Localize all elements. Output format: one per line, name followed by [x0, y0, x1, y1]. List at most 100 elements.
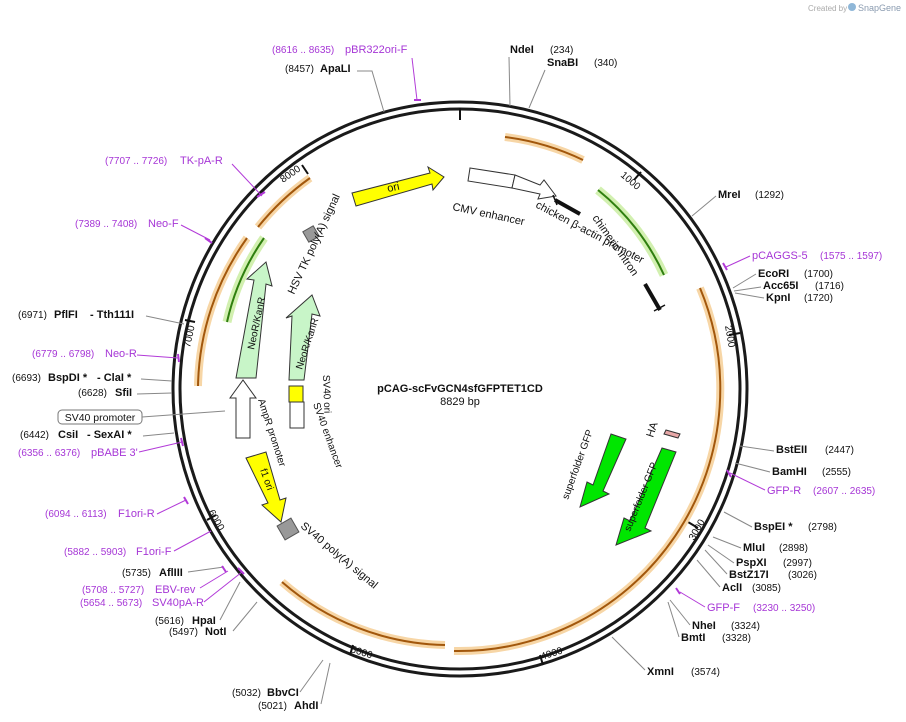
site-neo-f[interactable]: (7389 .. 7408) Neo-F [75, 218, 211, 241]
tick-8000 [301, 164, 309, 175]
site-ebv-rev[interactable]: (5708 .. 5727) EBV-rev [82, 570, 229, 596]
svg-text:(2898): (2898) [779, 543, 808, 554]
svg-text:BstZ17I: BstZ17I [729, 569, 769, 581]
svg-text:(3574): (3574) [691, 667, 720, 678]
svg-text:pBR322ori-F: pBR322ori-F [345, 44, 408, 56]
feature-ha: HA [644, 420, 681, 439]
svg-text:Neo-F: Neo-F [148, 218, 179, 230]
svg-text:Acc65I: Acc65I [763, 280, 798, 292]
site-ecori[interactable]: EcoRI (1700) [732, 268, 833, 289]
site-afliii[interactable]: (5735) AflIII [122, 566, 225, 579]
ampr-promoter-arrow [229, 379, 257, 439]
plasmid-name: pCAG-scFvGCN4sfGFPTET1CD [377, 383, 543, 395]
site-bspei[interactable]: BspEI * (2798) [723, 511, 837, 533]
f1-ori-arrow [245, 451, 287, 523]
site-ahdi[interactable]: (5021) AhdI [258, 662, 331, 712]
svg-text:(1292): (1292) [755, 190, 784, 201]
site-bmti[interactable]: BmtI (3328) [667, 601, 751, 644]
neokanr-inner-arrow [285, 294, 321, 381]
snapgene-brand: SnapGene [858, 3, 901, 13]
site-bspdi[interactable]: (6693) BspDI * - ClaI * [12, 372, 173, 384]
svg-text:(2997): (2997) [783, 558, 812, 569]
tick-3000 [687, 521, 699, 529]
sv40-promoter-label: SV40 promoter [65, 412, 136, 424]
hsv-tk-box [302, 225, 320, 243]
site-bstz17i[interactable]: BstZ17I (3026) [704, 549, 817, 581]
site-mlui[interactable]: MluI (2898) [712, 536, 808, 554]
svg-text:PflFI: PflFI [54, 309, 78, 321]
site-pflfi[interactable]: (6971) PflFI - Tth111I [18, 309, 185, 325]
site-bsteii[interactable]: BstEII (2447) [739, 444, 854, 456]
site-csii[interactable]: (6442) CsiI - SexAI * [20, 429, 175, 441]
svg-text:NheI: NheI [692, 620, 716, 632]
svg-text:NdeI: NdeI [510, 44, 534, 56]
sv40-ori-box [288, 385, 304, 403]
arc-orange-right [453, 286, 725, 656]
ha-arrow [663, 429, 681, 439]
site-hpai[interactable]: (5616) HpaI [155, 581, 241, 627]
site-bamhi[interactable]: BamHI (2555) [734, 462, 851, 478]
site-f1ori-r[interactable]: (6094 .. 6113) F1ori-R [45, 499, 187, 520]
site-gfp-f[interactable]: GFP-F (3230 .. 3250) [679, 591, 815, 614]
tick-1000 [633, 171, 642, 181]
site-noti[interactable]: (5497) NotI [169, 601, 258, 638]
site-gfp-r[interactable]: GFP-R (2607 .. 2635) [729, 472, 875, 497]
svg-text:BspEI *: BspEI * [754, 521, 793, 533]
site-kpni[interactable]: KpnI (1720) [734, 292, 833, 304]
tick-label-7000: 7000 [182, 324, 197, 348]
site-pbr322ori-f[interactable]: (8616 .. 8635) pBR322ori-F [272, 44, 421, 101]
site-f1ori-f[interactable]: (5882 .. 5903) F1ori-F [64, 530, 212, 558]
svg-text:(1720): (1720) [804, 293, 833, 304]
site-neo-r[interactable]: (6779 .. 6798) Neo-R [32, 348, 179, 360]
svg-text:(1700): (1700) [804, 269, 833, 280]
svg-text:(5021): (5021) [258, 701, 287, 712]
svg-text:KpnI: KpnI [766, 292, 790, 304]
svg-text:(6971): (6971) [18, 310, 47, 321]
arc-orange-bottom [279, 578, 446, 649]
site-sfii[interactable]: (6628) SfiI [78, 387, 173, 399]
site-ndei[interactable]: NdeI (234) [508, 44, 573, 107]
svg-text:(3328): (3328) [722, 633, 751, 644]
site-xmni[interactable]: XmnI (3574) [611, 636, 720, 678]
svg-text:TK-pA-R: TK-pA-R [180, 155, 223, 167]
svg-text:(6442): (6442) [20, 430, 49, 441]
feature-cmv-enhancer: CMV enhancer [451, 167, 557, 228]
svg-text:- Tth111I: - Tth111I [90, 309, 134, 321]
svg-text:- ClaI *: - ClaI * [97, 372, 132, 384]
svg-text:(2447): (2447) [825, 445, 854, 456]
site-snabi[interactable]: SnaBI (340) [528, 57, 617, 109]
svg-text:(2555): (2555) [822, 467, 851, 478]
svg-text:(5708 .. 5727): (5708 .. 5727) [82, 585, 144, 596]
svg-text:GFP-F: GFP-F [707, 602, 740, 614]
tick-4000 [539, 654, 544, 666]
arc-orange-top [504, 133, 585, 164]
svg-text:ApaLI: ApaLI [320, 63, 351, 75]
site-nhei[interactable]: NheI (3324) [669, 599, 760, 632]
svg-text:(7389 .. 7408): (7389 .. 7408) [75, 219, 137, 230]
feature-ori: ori [351, 165, 445, 207]
svg-text:SfiI: SfiI [115, 387, 132, 399]
feature-f1-ori: f1 ori [245, 451, 287, 523]
svg-text:HpaI: HpaI [192, 615, 216, 627]
created-by-label: Created by [808, 4, 847, 13]
scale-ticks: 1000 2000 3000 4000 5000 6000 7000 8000 [182, 163, 741, 666]
site-acli[interactable]: AclI (3085) [696, 559, 781, 594]
tick-6000 [206, 514, 217, 521]
site-sv40pa-r[interactable]: (5654 .. 5673) SV40pA-R [80, 571, 243, 609]
site-acc65i[interactable]: Acc65I (1716) [733, 280, 844, 292]
site-tkpa-r[interactable]: (7707 .. 7726) TK-pA-R [105, 155, 263, 197]
site-pbabe3[interactable]: (6356 .. 6376) pBABE 3' [18, 441, 183, 459]
site-pspxi[interactable]: PspXI (2997) [707, 544, 812, 569]
svg-text:(6356 .. 6376): (6356 .. 6376) [18, 448, 80, 459]
site-bbvci[interactable]: (5032) BbvCI [232, 659, 324, 699]
ha-label: HA [644, 420, 660, 439]
svg-text:(6628): (6628) [78, 388, 107, 399]
site-pcaggs5[interactable]: pCAGGS-5 (1575 .. 1597) [725, 250, 882, 268]
svg-text:PspXI: PspXI [736, 557, 767, 569]
site-apali[interactable]: (8457) ApaLI [285, 63, 385, 113]
svg-text:GFP-R: GFP-R [767, 485, 801, 497]
tick-7000 [184, 319, 196, 323]
site-mrei[interactable]: MreI (1292) [691, 189, 784, 217]
svg-text:(6693): (6693) [12, 373, 41, 384]
